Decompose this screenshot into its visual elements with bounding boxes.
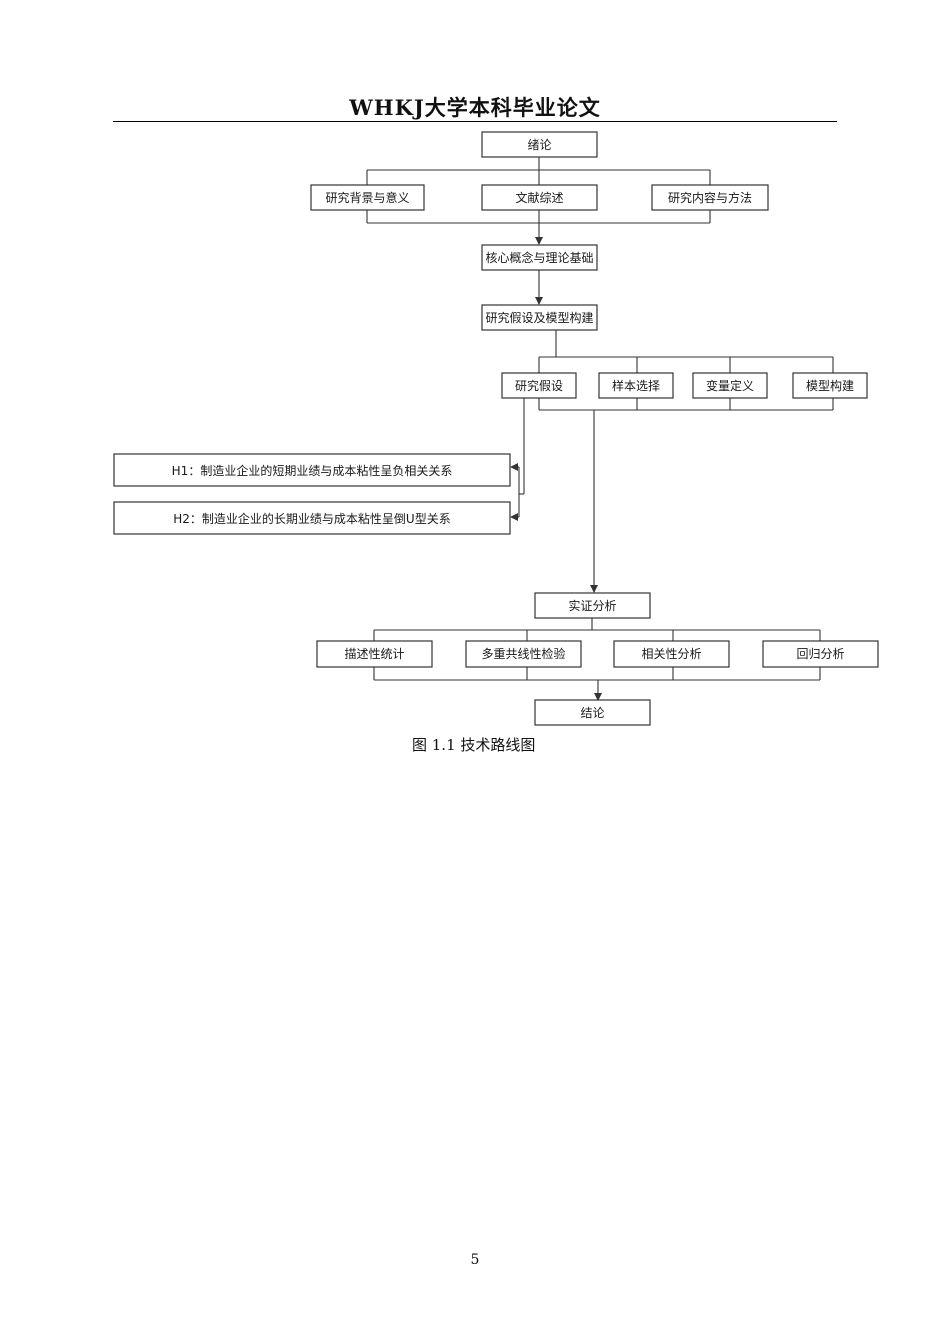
- box-sample: 样本选择: [598, 372, 674, 399]
- figure-caption: 图 1.1 技术路线图: [412, 736, 536, 754]
- box-hypothesis-label: 研究假设: [515, 378, 563, 393]
- box-regression: 回归分析: [762, 640, 879, 668]
- box-multicollinearity: 多重共线性检验: [465, 640, 582, 668]
- box-intro: 绪论: [481, 131, 598, 158]
- box-empirical: 实证分析: [534, 592, 651, 619]
- box-regression-label: 回归分析: [796, 647, 844, 661]
- box-multicollinearity-label: 多重共线性检验: [481, 646, 565, 661]
- box-variables: 变量定义: [692, 372, 768, 399]
- box-model: 模型构建: [792, 372, 868, 399]
- box-model-label: 模型构建: [806, 378, 854, 393]
- box-content-method: 研究内容与方法: [651, 184, 769, 211]
- box-hypothesis-model-label: 研究假设及模型构建: [485, 310, 593, 325]
- box-core-concepts-label: 核心概念与理论基础: [485, 250, 593, 265]
- header-rule: [113, 121, 837, 122]
- box-correlation-label: 相关性分析: [641, 647, 701, 661]
- box-variables-label: 变量定义: [706, 378, 754, 393]
- page-number: 5: [470, 1252, 480, 1268]
- box-descriptive-label: 描述性统计: [344, 647, 404, 661]
- box-h1: H1：制造业企业的短期业绩与成本粘性呈负相关关系: [113, 453, 511, 487]
- box-sample-label: 样本选择: [612, 378, 660, 393]
- box-descriptive: 描述性统计: [316, 640, 433, 668]
- box-empirical-label: 实证分析: [568, 598, 616, 613]
- technical-roadmap-flowchart: 绪论 研究背景与意义 文献综述 研究内容与方法 核心概念与理论基础 研究假设及模…: [113, 131, 879, 726]
- box-intro-label: 绪论: [527, 138, 551, 152]
- box-content-method-label: 研究内容与方法: [668, 190, 752, 205]
- box-conclusion: 结论: [534, 699, 651, 726]
- box-hypothesis-model: 研究假设及模型构建: [481, 304, 598, 331]
- connector-lines: [366, 157, 834, 701]
- box-literature: 文献综述: [481, 184, 598, 211]
- box-hypothesis: 研究假设: [501, 372, 577, 399]
- box-h1-label: H1：制造业企业的短期业绩与成本粘性呈负相关关系: [172, 463, 453, 478]
- box-core-concepts: 核心概念与理论基础: [481, 244, 598, 271]
- box-h2: H2：制造业企业的长期业绩与成本粘性呈倒U型关系: [113, 501, 511, 535]
- box-correlation: 相关性分析: [613, 640, 730, 668]
- box-background-label: 研究背景与意义: [325, 190, 409, 205]
- header-title: WHKJ大学本科毕业论文: [349, 95, 601, 120]
- box-conclusion-label: 结论: [580, 706, 604, 720]
- box-h2-label: H2：制造业企业的长期业绩与成本粘性呈倒U型关系: [173, 511, 450, 526]
- box-literature-label: 文献综述: [515, 190, 563, 205]
- box-background: 研究背景与意义: [310, 184, 425, 211]
